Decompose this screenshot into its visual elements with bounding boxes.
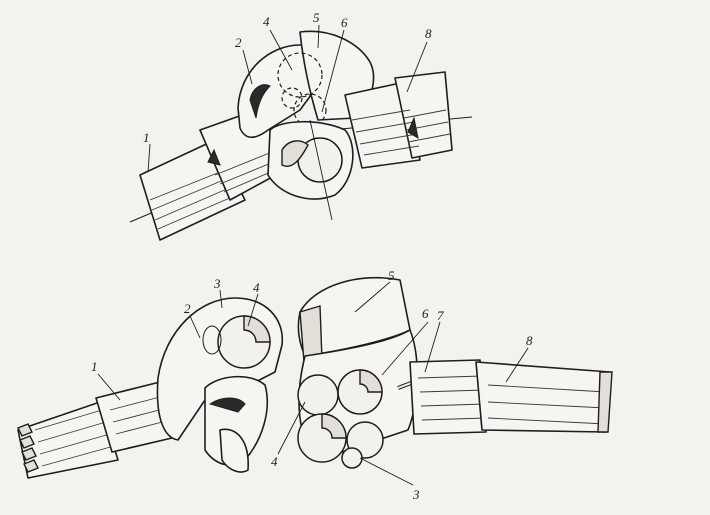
- assembled-joint: 1 2 4 5 6 8: [129, 10, 473, 241]
- splined-shaft-1: [17, 381, 173, 479]
- label-assembled-8: 8: [425, 26, 432, 41]
- label-exploded-2: 2: [184, 301, 191, 316]
- label-exploded-5: 5: [388, 268, 395, 283]
- exploded-joint: 1 2 3 4 5 6 7 8 4 3: [17, 268, 613, 502]
- label-exploded-4: 4: [253, 280, 260, 295]
- label-exploded-8: 8: [526, 333, 533, 348]
- lower-yoke: [267, 120, 354, 200]
- label-exploded-4b: 4: [271, 454, 278, 469]
- fork-ball-4: [202, 315, 271, 369]
- label-exploded-3b: 3: [412, 487, 420, 502]
- assembled-leaders: [147, 24, 428, 221]
- right-shaft-8: [344, 71, 453, 169]
- label-exploded-6: 6: [422, 306, 429, 321]
- label-exploded-1: 1: [91, 359, 98, 374]
- fork-2: [237, 44, 326, 139]
- right-shaft-8-exploded: [409, 359, 613, 435]
- housing-balls: [297, 369, 384, 469]
- label-exploded-3: 3: [213, 276, 221, 291]
- label-exploded-7: 7: [437, 308, 444, 323]
- label-assembled-2: 2: [235, 35, 242, 50]
- exploded-leaders: [97, 281, 529, 486]
- label-assembled-4: 4: [263, 14, 270, 29]
- label-assembled-1: 1: [143, 130, 150, 145]
- label-assembled-6: 6: [341, 15, 348, 30]
- label-assembled-5: 5: [313, 10, 320, 25]
